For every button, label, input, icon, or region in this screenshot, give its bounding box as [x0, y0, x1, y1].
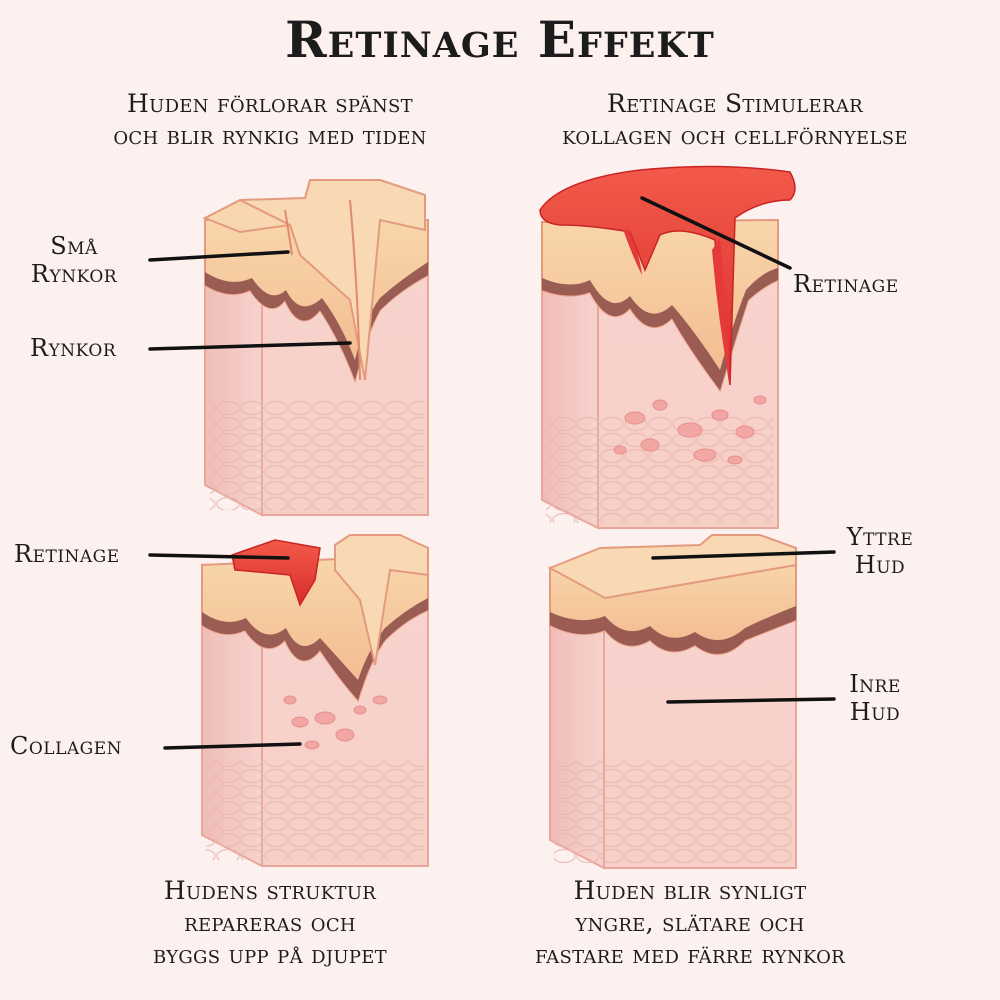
- leader-wrinkles: [148, 341, 352, 351]
- leader-small-wrinkles: [148, 250, 290, 262]
- label-inner-skin: Inre Hud: [849, 670, 901, 726]
- label-retinage-top: Retinage: [793, 270, 899, 298]
- skin-block-top-left: [202, 179, 429, 517]
- caption-bottom-right: Huden blir synligt yngre, slätare och fa…: [534, 876, 846, 969]
- label-retinage-bottom: Retinage: [14, 540, 120, 568]
- leader-inner-skin: [666, 697, 836, 704]
- label-wrinkles: Rynkor: [30, 334, 117, 362]
- caption-bottom-left: Hudens struktur repareras och byggs upp …: [152, 876, 387, 969]
- skin-block-top-right: [539, 165, 796, 530]
- skin-block-bottom-right: [547, 534, 797, 870]
- caption-top-left: Huden förlorar spänst och blir rynkig me…: [113, 89, 427, 150]
- label-collagen: Collagen: [10, 732, 123, 760]
- leader-retinage-bottom: [148, 553, 290, 560]
- leader-retinage-top: [640, 196, 792, 270]
- page-title: Retinage Effekt: [285, 10, 715, 69]
- skin-block-bottom-left: [201, 534, 429, 868]
- label-small-wrinkles: Små Rynkor: [30, 232, 118, 288]
- leader-outer-skin: [651, 550, 836, 560]
- caption-top-right: Retinage Stimulerar kollagen och cellför…: [562, 89, 908, 150]
- leader-collagen: [163, 742, 302, 750]
- label-outer-skin: Yttre Hud: [846, 523, 914, 579]
